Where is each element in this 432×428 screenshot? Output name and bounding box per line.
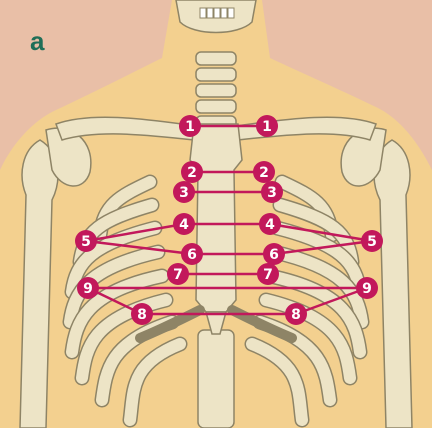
tooth	[221, 8, 227, 18]
marker-9-left: 9	[77, 277, 99, 299]
marker-label: 6	[187, 247, 197, 263]
panel-label: a	[30, 28, 44, 54]
marker-3-right: 3	[261, 181, 283, 203]
vertebra	[198, 330, 234, 428]
marker-8-right: 8	[285, 303, 307, 325]
vertebra	[196, 68, 236, 81]
marker-9-right: 9	[356, 277, 378, 299]
marker-1-left: 1	[179, 115, 201, 137]
marker-label: 2	[259, 165, 269, 181]
marker-5-right: 5	[361, 230, 383, 252]
tooth	[207, 8, 213, 18]
tooth	[200, 8, 206, 18]
tooth	[228, 8, 234, 18]
vertebra	[196, 52, 236, 65]
marker-label: 3	[267, 185, 277, 201]
marker-label: 6	[269, 247, 279, 263]
marker-label: 7	[173, 267, 183, 283]
sternum	[190, 124, 242, 312]
vertebra	[196, 84, 236, 97]
marker-4-left: 4	[173, 213, 195, 235]
marker-label: 5	[81, 234, 91, 250]
marker-label: 8	[291, 307, 301, 323]
marker-7-left: 7	[167, 263, 189, 285]
marker-label: 3	[179, 185, 189, 201]
marker-label: 7	[263, 267, 273, 283]
marker-2-right: 2	[253, 161, 275, 183]
marker-8-left: 8	[131, 303, 153, 325]
marker-1-right: 1	[256, 115, 278, 137]
marker-label: 9	[83, 281, 93, 297]
marker-6-left: 6	[181, 243, 203, 265]
vertebra	[196, 100, 236, 113]
marker-label: 5	[367, 234, 377, 250]
marker-4-right: 4	[259, 213, 281, 235]
marker-label: 4	[179, 217, 189, 233]
marker-label: 4	[265, 217, 275, 233]
marker-2-left: 2	[181, 161, 203, 183]
marker-3-left: 3	[173, 181, 195, 203]
marker-6-right: 6	[263, 243, 285, 265]
marker-label: 1	[185, 119, 195, 135]
tooth	[214, 8, 220, 18]
marker-label: 9	[362, 281, 372, 297]
marker-7-right: 7	[257, 263, 279, 285]
marker-5-left: 5	[75, 230, 97, 252]
marker-label: 2	[187, 165, 197, 181]
marker-label: 8	[137, 307, 147, 323]
marker-label: 1	[262, 119, 272, 135]
